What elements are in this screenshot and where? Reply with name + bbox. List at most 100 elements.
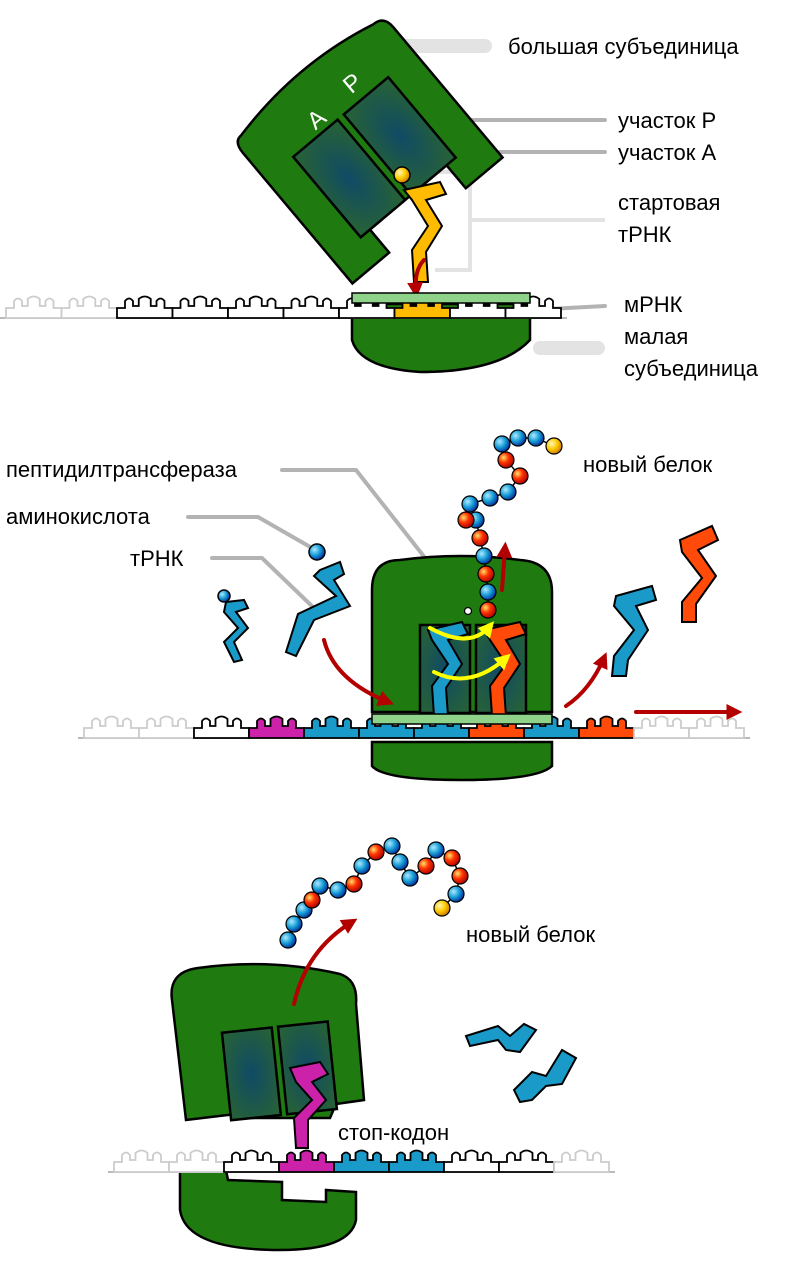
amino-acid-bead-icon	[391, 853, 409, 871]
stage-initiation: A P большая субъединица участок P участо…	[0, 19, 759, 381]
label-amino-acid: аминокислота	[6, 504, 151, 529]
amino-acid-bead-icon	[461, 495, 479, 513]
mrna-codon-icon	[633, 715, 690, 739]
trna-icon	[222, 598, 250, 664]
peptide-chain-stage2	[457, 429, 563, 619]
mrna-codon-icon	[443, 1149, 500, 1173]
mrna-codon-icon	[333, 1149, 390, 1173]
leader-trna	[210, 556, 318, 612]
mrna-codon-icon	[171, 295, 229, 319]
mrna-codon-icon	[116, 295, 174, 319]
amino-acid-bead-icon	[383, 837, 401, 855]
label-mrna: мРНК	[624, 292, 683, 317]
label-p-site: участок P	[618, 108, 716, 133]
p-site-pocket	[342, 75, 458, 197]
trna-icon	[678, 524, 720, 623]
amino-acid-bead-icon	[475, 547, 493, 565]
label-peptidyl-transferase: пептидилтрансфераза	[6, 457, 238, 482]
initiator-trna-icon	[402, 180, 448, 283]
amino-acid-bead-icon	[427, 841, 445, 859]
amino-acid-bead-icon	[311, 877, 329, 895]
amino-acid-bead-icon	[329, 881, 347, 899]
flow-arrow-icon	[428, 621, 495, 641]
small-subunit-stage3	[178, 1168, 358, 1252]
flow-arrow-icon	[496, 541, 513, 592]
amino-acid-bead-icon	[433, 899, 451, 917]
amino-acid-bead-icon	[303, 891, 321, 909]
mrna-codon-icon	[223, 1149, 280, 1173]
stage-termination: новый белок стоп-кодон	[108, 837, 615, 1252]
trna-icon	[464, 1022, 538, 1054]
trna-icon	[288, 1060, 330, 1149]
amino-acid-bead-icon	[479, 583, 497, 601]
amino-acid-bead-icon	[393, 166, 411, 184]
amino-acid-bead-icon	[367, 843, 385, 861]
amino-acid-bead-icon	[345, 875, 363, 893]
mrna-codon-icon	[113, 1149, 170, 1173]
leader-amino-acid	[186, 515, 314, 550]
bracket-initiator-trna	[435, 170, 605, 272]
label-a-site: участок A	[618, 140, 716, 165]
mrna-highlight	[351, 292, 531, 304]
trna-icon	[610, 584, 658, 677]
small-subunit-stage2	[370, 740, 554, 782]
label-large-subunit: большая субъединица	[508, 34, 739, 59]
peptidyl-transferase-site	[463, 606, 473, 616]
label-small-subunit-1: малая	[624, 324, 688, 349]
amino-acid-bead-icon	[217, 589, 231, 603]
large-subunit-stage1	[236, 19, 505, 286]
mrna-codon-icon	[688, 715, 745, 739]
label-initiator-trna-1: стартовая	[618, 190, 720, 215]
mrna-codon-icon	[227, 295, 285, 319]
amino-acid-bead-icon	[308, 543, 326, 561]
small-subunit-stage1	[350, 302, 532, 374]
mrna-codon-icon	[498, 1149, 555, 1173]
amino-acid-bead-icon	[353, 857, 371, 875]
mrna-strand-stage3	[108, 1149, 615, 1173]
mrna-strand-stage2	[78, 715, 750, 739]
flow-arrow-icon	[432, 653, 511, 681]
trna-icon	[284, 560, 352, 658]
flow-arrow-icon	[407, 258, 426, 299]
amino-acid-bead-icon	[509, 429, 527, 447]
label-stop-codon: стоп-кодон	[338, 1120, 449, 1145]
flow-arrow-icon	[322, 638, 394, 706]
amino-acid-bead-icon	[279, 931, 297, 949]
amino-acid-bead-icon	[451, 867, 469, 885]
mrna-codon-icon	[60, 295, 118, 319]
peptide-chain-stage3	[279, 837, 469, 949]
amino-acid-bead-icon	[545, 437, 563, 455]
trna-icon	[512, 1048, 578, 1104]
amino-acid-bead-icon	[477, 565, 495, 583]
amino-acid-bead-icon	[481, 489, 499, 507]
stage-elongation: пептидилтрансфераза аминокислота тРНК но…	[6, 429, 750, 782]
mrna-codon-icon	[248, 715, 305, 739]
amino-acid-bead-icon	[285, 915, 303, 933]
label-trna: тРНК	[130, 546, 184, 571]
a-site-pocket	[291, 117, 407, 240]
site-pocket	[220, 1026, 283, 1122]
mrna-codon-icon	[193, 715, 250, 739]
mrna-codon-icon	[168, 1149, 225, 1173]
flow-arrow-icon	[292, 918, 358, 1006]
amino-acid-bead-icon	[479, 601, 497, 619]
amino-acid-bead-icon	[493, 435, 511, 453]
label-initiator-trna-2: тРНК	[618, 222, 672, 247]
mrna-codon-icon	[138, 715, 195, 739]
label-new-protein-stage3: новый белок	[466, 922, 595, 947]
amino-acid-bead-icon	[457, 511, 475, 529]
amino-acid-bead-icon	[497, 451, 515, 469]
amino-acid-bead-icon	[527, 429, 545, 447]
mrna-codon-icon	[282, 295, 340, 319]
amino-acid-bead-icon	[417, 857, 435, 875]
amino-acid-bead-icon	[471, 529, 489, 547]
trna-icon	[426, 620, 470, 717]
mrna-highlight	[371, 713, 553, 725]
mrna-codon-icon	[553, 1149, 610, 1173]
mrna-codon-icon	[303, 715, 360, 739]
mrna-codon-icon	[5, 295, 63, 319]
amino-acid-bead-icon	[499, 483, 517, 501]
mrna-codon-icon	[278, 1149, 335, 1173]
label-small-subunit-2: субъединица	[624, 356, 759, 381]
